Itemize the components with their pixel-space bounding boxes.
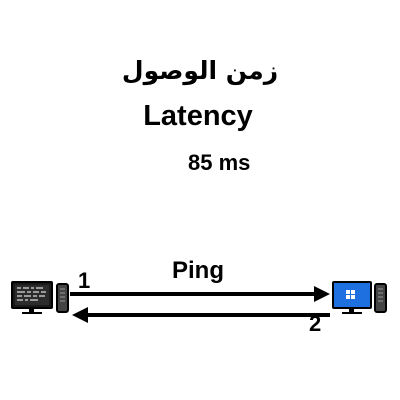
destination-computer-icon bbox=[332, 281, 387, 314]
reply-arrow bbox=[72, 307, 330, 323]
step-1-label: 1 bbox=[78, 268, 91, 293]
english-title: Latency bbox=[143, 100, 253, 132]
request-arrow bbox=[70, 286, 330, 302]
latency-value: 85 ms bbox=[188, 150, 251, 175]
arabic-title: زمن الوصول bbox=[121, 56, 279, 85]
step-2-label: 2 bbox=[309, 311, 322, 336]
windows-logo-icon bbox=[346, 290, 355, 299]
ping-label: Ping bbox=[172, 257, 224, 284]
source-computer-icon bbox=[11, 281, 69, 314]
